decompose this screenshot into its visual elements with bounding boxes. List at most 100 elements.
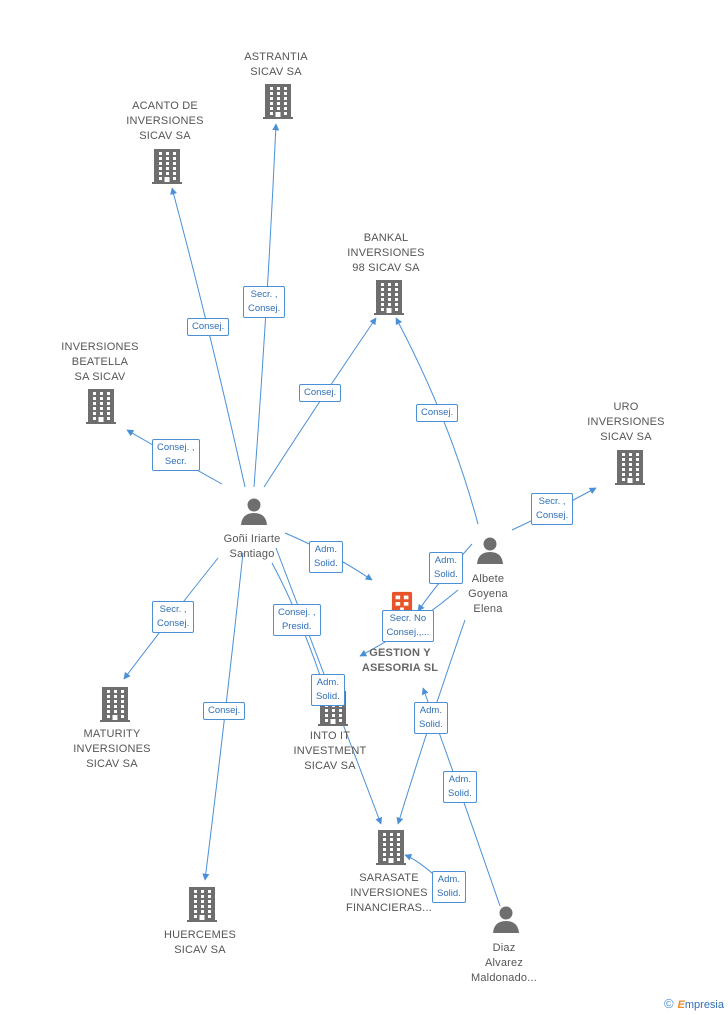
node-label-line: 98 SICAV SA bbox=[352, 262, 420, 274]
edge-tag-line: Secr. bbox=[164, 456, 187, 467]
node-label-line: SICAV SA bbox=[304, 760, 356, 772]
node-label-line: SICAV SA bbox=[600, 431, 652, 443]
edge-tag-line: Consej. , bbox=[278, 607, 316, 618]
edge-tag-e6[interactable]: Secr. , Consej. bbox=[152, 601, 195, 633]
building-icon[interactable] bbox=[262, 83, 294, 124]
edge-tag-e8[interactable]: Consej. bbox=[203, 702, 246, 720]
node-label-line: SA SICAV bbox=[74, 371, 126, 383]
node-label-sarasate[interactable]: SARASATE INVERSIONES FINANCIERAS... bbox=[324, 871, 454, 916]
building-icon[interactable] bbox=[375, 829, 407, 870]
node-label-line: BANKAL bbox=[363, 232, 409, 244]
edge-tag-e4[interactable]: Consej. ,Secr. bbox=[152, 439, 200, 471]
node-label-line: SICAV SA bbox=[174, 944, 226, 956]
edge-tag-e2[interactable]: Secr. ,Consej. bbox=[243, 286, 286, 318]
edge-tag-e7[interactable]: Consej. , Presid. bbox=[273, 604, 321, 636]
edge-tag-line: Secr. , bbox=[538, 496, 566, 507]
node-label-line: ASTRANTIA bbox=[244, 51, 308, 63]
edge-tag-line: Adm. bbox=[314, 544, 337, 555]
node-label-line: SICAV SA bbox=[139, 130, 191, 142]
node-label-line: Maldonado... bbox=[471, 972, 537, 984]
node-label-line: INVERSIONES bbox=[587, 416, 665, 428]
person-icon[interactable] bbox=[492, 905, 520, 938]
node-label-line: Santiago bbox=[229, 548, 275, 560]
building-icon[interactable] bbox=[186, 886, 218, 927]
edge-tag-line: Consej. bbox=[536, 510, 569, 521]
edge-tag-line: Presid. bbox=[281, 621, 312, 632]
node-label-acanto[interactable]: ACANTO DE INVERSIONES SICAV SA bbox=[100, 99, 230, 144]
edge-goni-to-bankal bbox=[263, 317, 377, 488]
edge-tag-line: Consej. bbox=[208, 705, 241, 716]
edge-tag-e1[interactable]: Consej. bbox=[187, 318, 230, 336]
node-label-line: Elena bbox=[473, 603, 503, 615]
node-label-line: ACANTO DE bbox=[132, 100, 198, 112]
node-label-line: INVERSIONES bbox=[347, 247, 425, 259]
node-label-line: INTO IT bbox=[309, 730, 351, 742]
node-label-line: BEATELLA bbox=[71, 356, 129, 368]
edge-tag-e15[interactable]: Adm.Solid. bbox=[443, 771, 477, 803]
edge-tag-line: Solid. bbox=[434, 569, 458, 580]
edge-tag-line: Consej.,... bbox=[386, 627, 430, 638]
edge-tag-e12[interactable]: Adm. Solid. bbox=[429, 552, 463, 584]
brand-name: mpresia bbox=[684, 999, 724, 1011]
node-label-line: INVESTMENT bbox=[293, 745, 367, 757]
node-label-line: INVERSIONES bbox=[126, 115, 204, 127]
edge-tag-line: Secr. , bbox=[159, 604, 187, 615]
edge-tag-line: Secr. , bbox=[250, 289, 278, 300]
node-label-line: Alvarez bbox=[484, 957, 524, 969]
edge-tag-line: Solid. bbox=[316, 691, 340, 702]
edge-tag-line: Adm. bbox=[434, 555, 457, 566]
node-label-line: Diaz bbox=[492, 942, 516, 954]
person-icon[interactable] bbox=[476, 536, 504, 569]
copyright-icon: © bbox=[663, 996, 674, 1011]
node-label-intoit[interactable]: INTO IT INVESTMENT SICAV SA bbox=[265, 729, 395, 774]
edge-tag-line: Adm. bbox=[316, 677, 339, 688]
node-label-maturity[interactable]: MATURITY INVERSIONES SICAV SA bbox=[47, 727, 177, 772]
node-label-line: MATURITY bbox=[83, 728, 141, 740]
node-label-beatella[interactable]: INVERSIONES BEATELLA SA SICAV bbox=[35, 340, 165, 385]
node-label-line: Albete bbox=[471, 573, 505, 585]
building-icon[interactable] bbox=[373, 279, 405, 320]
brand-initial: E bbox=[677, 999, 685, 1011]
node-label-line: INVERSIONES bbox=[350, 887, 428, 899]
edge-tag-e16[interactable]: Adm.Solid. bbox=[432, 871, 466, 903]
node-label-line: FINANCIERAS... bbox=[346, 902, 432, 914]
edge-tag-line: Consej. bbox=[157, 618, 190, 629]
node-label-line: Goyena bbox=[468, 588, 508, 600]
edge-tag-line: Consej. bbox=[192, 321, 225, 332]
edge-tag-line: Adm. bbox=[419, 705, 442, 716]
edge-tag-line: Adm. bbox=[437, 874, 460, 885]
node-label-line: SICAV SA bbox=[86, 758, 138, 770]
edge-tag-e9[interactable]: Adm. Solid. bbox=[311, 674, 345, 706]
building-icon[interactable] bbox=[151, 148, 183, 189]
edge-tag-line: Consej. bbox=[304, 387, 337, 398]
edge-tag-e14[interactable]: Adm.Solid. bbox=[414, 702, 448, 734]
person-icon[interactable] bbox=[240, 497, 268, 530]
edge-tag-e10[interactable]: Consej. bbox=[416, 404, 459, 422]
building-icon[interactable] bbox=[614, 449, 646, 490]
building-icon[interactable] bbox=[99, 686, 131, 727]
footer-brand: ©Empresia bbox=[664, 996, 724, 1011]
edge-tag-e11[interactable]: Secr. , Consej. bbox=[531, 493, 574, 525]
edge-tag-line: Adm. bbox=[448, 774, 471, 785]
node-label-line: GESTION Y bbox=[369, 647, 431, 659]
node-label-line: INVERSIONES bbox=[61, 341, 139, 353]
edge-tag-e3[interactable]: Consej. bbox=[299, 384, 342, 402]
edge-tag-line: Consej. bbox=[421, 407, 454, 418]
node-label-bankal[interactable]: BANKAL INVERSIONES 98 SICAV SA bbox=[321, 231, 451, 276]
edge-tag-e5[interactable]: Adm. Solid. bbox=[309, 541, 343, 573]
node-label-line: INVERSIONES bbox=[73, 743, 151, 755]
building-icon[interactable] bbox=[85, 388, 117, 429]
node-label-line: SICAV SA bbox=[250, 66, 302, 78]
node-label-astrantia[interactable]: ASTRANTIA SICAV SA bbox=[211, 50, 341, 80]
edge-tag-line: Solid. bbox=[314, 558, 338, 569]
node-label-line: ASESORIA SL bbox=[361, 662, 439, 674]
node-label-line: SARASATE bbox=[359, 872, 419, 884]
building-highlight-icon[interactable] bbox=[391, 591, 413, 618]
